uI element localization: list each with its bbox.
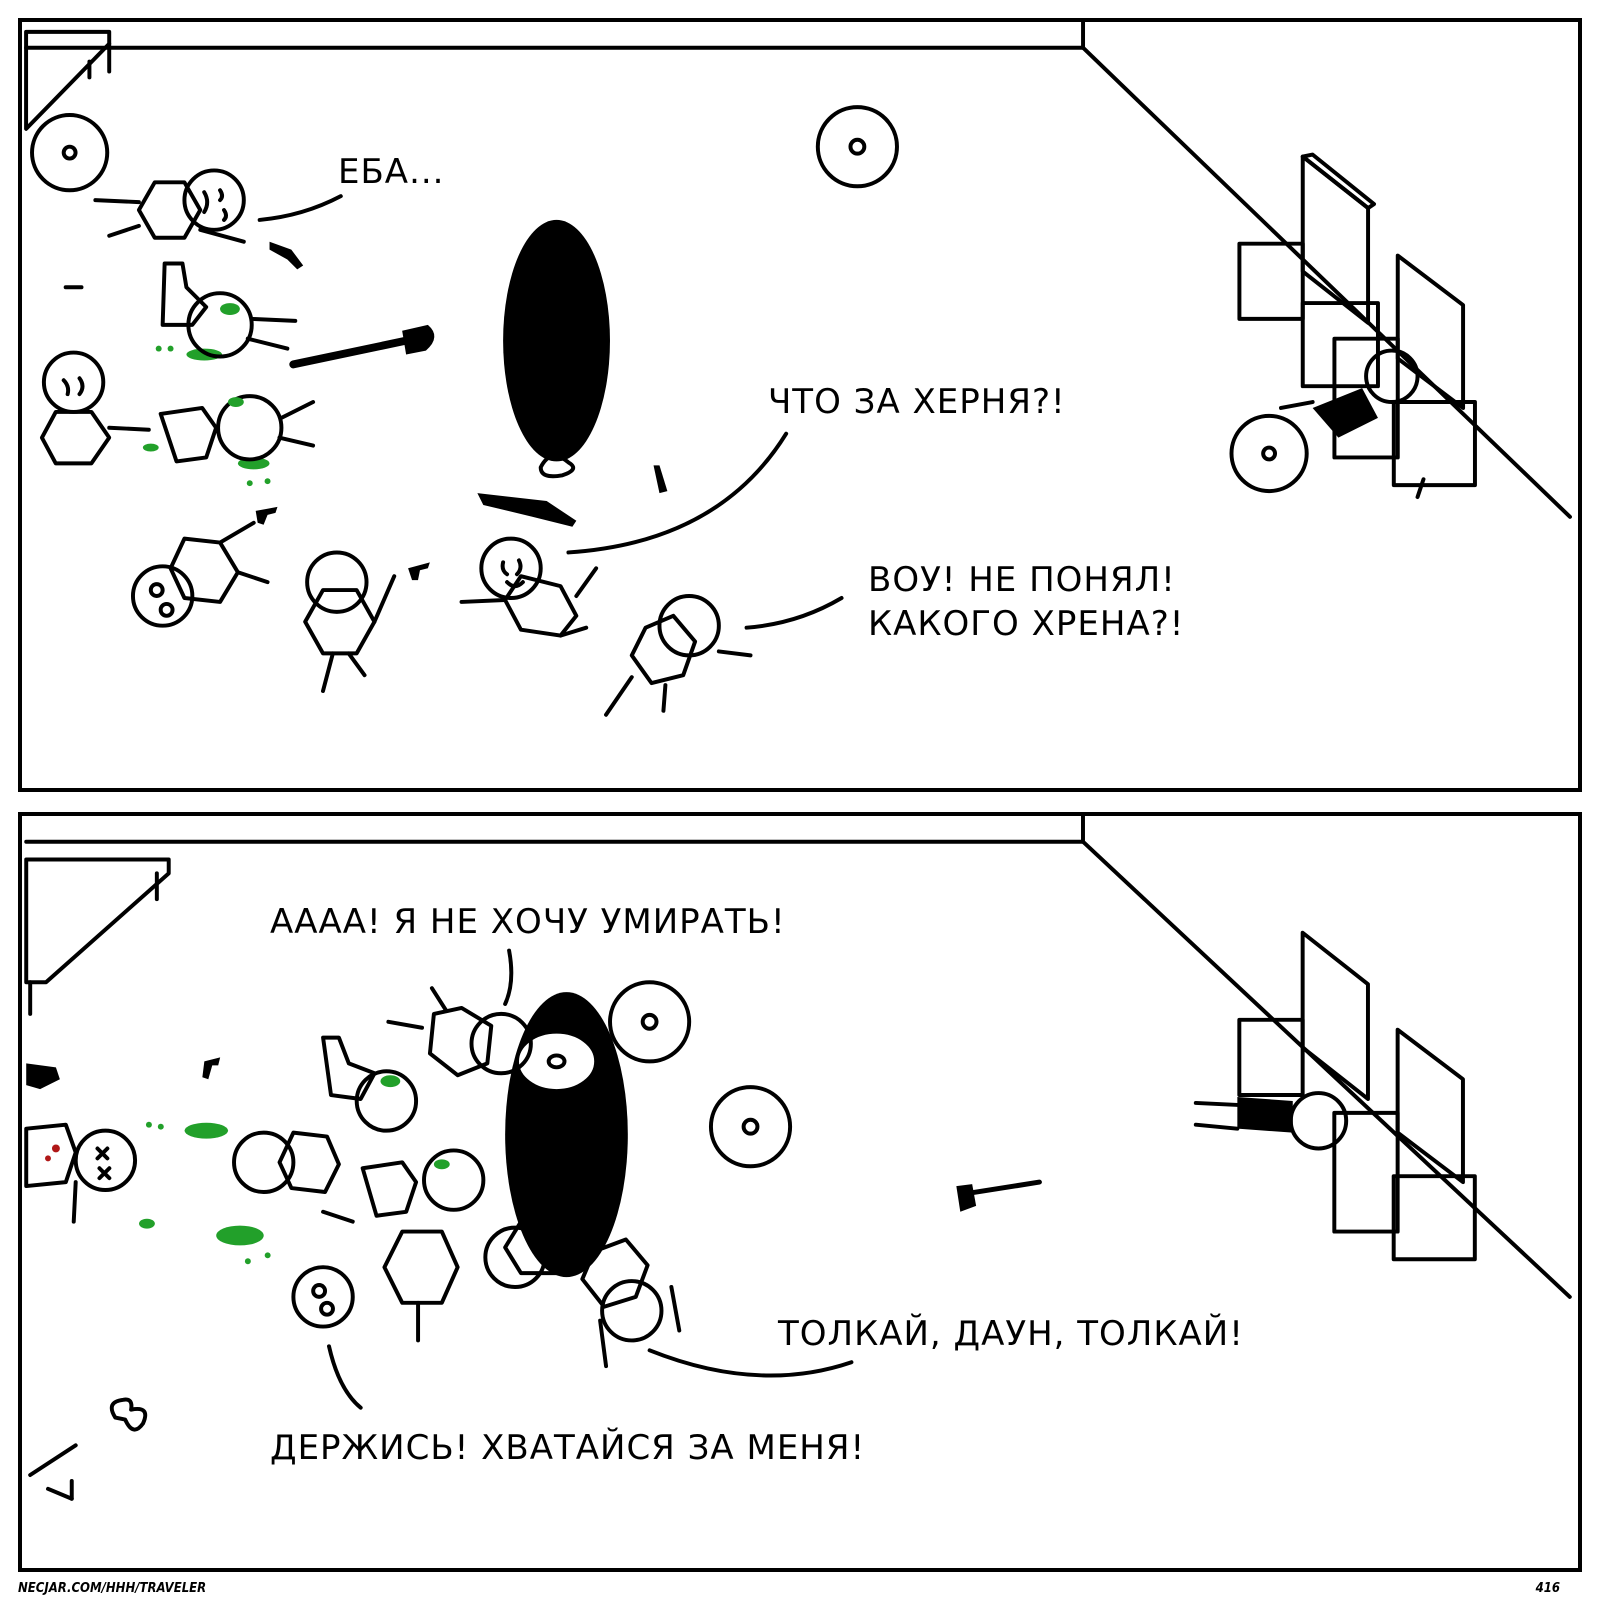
chairs-right bbox=[1237, 930, 1477, 1262]
figure-screaming-left bbox=[39, 350, 151, 466]
figure-back-turned bbox=[303, 550, 397, 693]
speech-tolkai: ТОЛКАЙ, ДАУН, ТОЛКАЙ! bbox=[778, 1314, 1244, 1354]
slime-puddles bbox=[139, 1121, 271, 1265]
room-walls bbox=[24, 22, 1572, 519]
site-credit: NECJAR.COM/HHH/TRAVELER bbox=[18, 1581, 207, 1596]
figure-bottom-left bbox=[130, 520, 270, 628]
disc-in-portal bbox=[515, 1029, 599, 1094]
figure-center-shocked bbox=[459, 536, 599, 638]
panel-2-artwork bbox=[24, 816, 1572, 1501]
table-corner bbox=[24, 857, 171, 1016]
speech-vou-line1: ВОУ! НЕ ПОНЯЛ! bbox=[868, 560, 1176, 600]
speech-vou-line2: КАКОГО ХРЕНА?! bbox=[868, 604, 1185, 644]
figure-top-left bbox=[93, 168, 246, 244]
disc-right bbox=[1229, 413, 1309, 494]
chairs-right bbox=[1237, 152, 1477, 488]
shovel bbox=[289, 324, 435, 369]
dead-figure-left bbox=[24, 1122, 138, 1224]
speech-chto-za-khernya: ЧТО ЗА ХЕРНЯ?! bbox=[768, 382, 1066, 422]
room-walls bbox=[24, 816, 1572, 1299]
comic-panel-1: ЕБА... ЧТО ЗА ХЕРНЯ?! ВОУ! НЕ ПОНЯЛ! КАК… bbox=[18, 18, 1582, 792]
axe bbox=[956, 1179, 1042, 1212]
pile-of-figures bbox=[232, 986, 682, 1369]
figure-on-chair bbox=[1278, 348, 1426, 500]
guns bbox=[26, 1057, 221, 1090]
disc-floating-2 bbox=[708, 1085, 793, 1169]
figure-holding-chair bbox=[1193, 1091, 1349, 1151]
figure-dead-2 bbox=[158, 394, 316, 464]
page-number: 416 bbox=[1535, 1581, 1560, 1596]
figures-bottom-left bbox=[28, 1397, 148, 1501]
disc-top-left bbox=[30, 113, 110, 193]
portal-object bbox=[538, 454, 576, 479]
figure-bottom-right bbox=[604, 594, 753, 717]
figure-dead-1 bbox=[160, 261, 298, 359]
guns bbox=[255, 241, 668, 581]
speech-eba: ЕБА... bbox=[338, 152, 445, 192]
table-corner bbox=[24, 29, 112, 131]
speech-tails bbox=[63, 194, 844, 630]
speech-derzhis: ДЕРЖИСЬ! ХВАТАЙСЯ ЗА МЕНЯ! bbox=[270, 1428, 866, 1468]
disc-floating-1 bbox=[608, 980, 692, 1064]
black-portal bbox=[503, 219, 610, 462]
comic-panel-2: АААА! Я НЕ ХОЧУ УМИРАТЬ! ТОЛКАЙ, ДАУН, Т… bbox=[18, 812, 1582, 1572]
speech-aaaa: АААА! Я НЕ ХОЧУ УМИРАТЬ! bbox=[270, 902, 786, 942]
speech-tails bbox=[327, 948, 854, 1410]
panel-1-artwork bbox=[24, 22, 1572, 717]
disc-top-center bbox=[815, 105, 899, 189]
